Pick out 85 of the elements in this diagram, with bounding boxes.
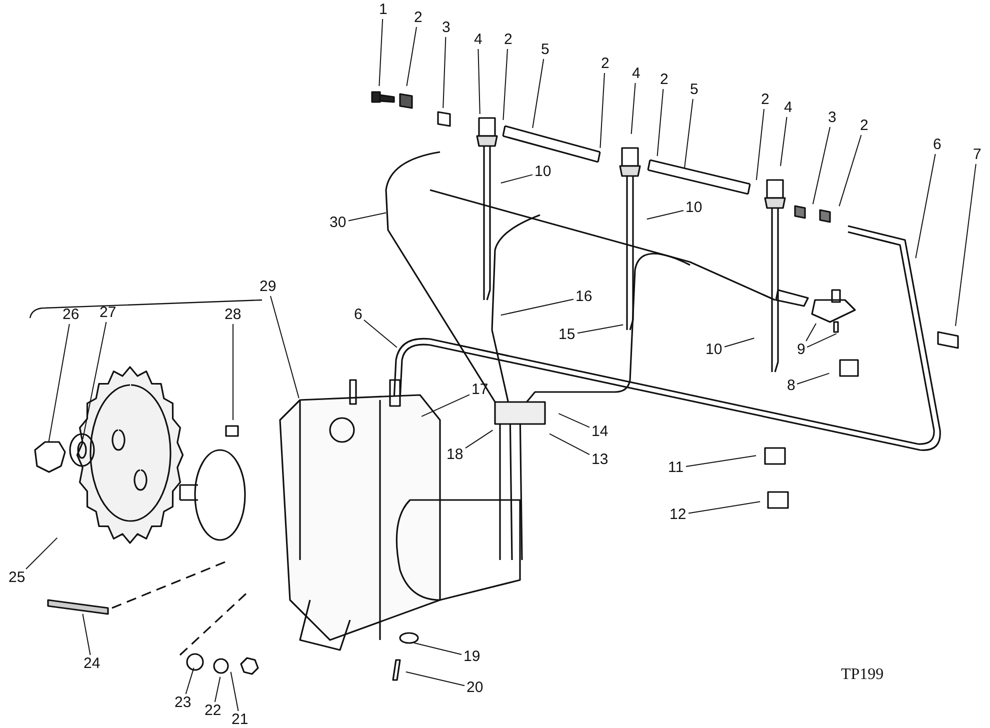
callout-number: 4: [631, 66, 642, 82]
leader-line: [812, 126, 830, 205]
callout-number: 26: [62, 307, 80, 323]
callout-number: 23: [174, 695, 192, 711]
callout-number: 10: [684, 200, 704, 216]
leader-line: [684, 98, 694, 168]
callout-number: 21: [230, 712, 250, 728]
callout-number: 3: [441, 20, 452, 36]
callout-number: 4: [473, 32, 484, 48]
leader-line: [500, 174, 533, 184]
callout-number: 18: [446, 447, 464, 463]
leader-line: [955, 164, 976, 326]
callout-number: 10: [704, 342, 724, 358]
callout-number: 3: [827, 110, 838, 126]
leader-line: [630, 82, 636, 134]
leader-line: [478, 48, 480, 114]
callout-number: 20: [466, 680, 484, 696]
figure-code: TP199: [840, 667, 885, 683]
callout-number: 16: [574, 289, 594, 305]
leader-line: [724, 338, 755, 348]
leader-line: [500, 298, 574, 316]
leader-line: [756, 108, 764, 180]
leader-line: [82, 613, 91, 656]
leader-line: [405, 671, 465, 686]
leader-line: [838, 134, 862, 207]
leader-line: [406, 26, 417, 87]
leader-line: [364, 320, 398, 348]
callout-number: 2: [760, 92, 770, 108]
callout-number: 8: [786, 378, 796, 394]
callout-number: 7: [972, 147, 982, 163]
leader-line: [688, 501, 761, 514]
leader-line: [558, 413, 590, 428]
leader-line: [646, 210, 684, 220]
callout-number: 2: [600, 56, 610, 72]
leader-line: [230, 671, 239, 712]
callout-number: 13: [590, 452, 610, 468]
callout-number: 5: [689, 82, 700, 98]
callout-number: 2: [503, 32, 514, 48]
leader-line: [48, 324, 70, 443]
callout-number: 19: [462, 649, 482, 665]
leader-line: [26, 537, 58, 570]
callout-number: 25: [8, 570, 26, 586]
callout-number: 27: [98, 305, 118, 321]
leader-line: [915, 154, 936, 259]
leader-line: [502, 48, 508, 120]
leader-line: [796, 372, 830, 384]
leader-line: [600, 72, 605, 148]
leader-line: [656, 88, 664, 156]
callout-number: 2: [413, 10, 424, 26]
leader-line: [214, 676, 221, 702]
callout-number: 12: [668, 507, 688, 523]
callout-number: 24: [82, 656, 102, 672]
leader-line: [780, 116, 788, 166]
callout-number: 2: [859, 118, 870, 134]
leader-line: [806, 323, 816, 342]
leader-line: [82, 322, 107, 440]
callout-number: 30: [328, 215, 348, 231]
leader-line: [421, 394, 470, 417]
leader-line: [348, 212, 387, 222]
leader-line: [806, 333, 837, 348]
callout-number: 6: [353, 307, 364, 323]
leader-line: [185, 667, 194, 694]
callout-number: 2: [659, 72, 670, 88]
leader-line: [378, 18, 384, 86]
callout-number: 11: [667, 460, 685, 476]
leader-line: [577, 324, 624, 334]
callout-number: 6: [932, 137, 942, 153]
callout-number: 15: [558, 327, 576, 343]
leader-line: [686, 455, 756, 467]
callout-number: 14: [590, 424, 610, 440]
leader-line: [549, 433, 590, 456]
callout-number: 9: [796, 342, 806, 358]
leader-line: [413, 642, 462, 655]
leader-line: [232, 324, 234, 420]
callout-number: 28: [224, 307, 242, 323]
callout-number: 22: [204, 703, 222, 719]
leader-line: [465, 430, 494, 449]
callout-number: 5: [540, 42, 550, 58]
callout-number: 29: [258, 279, 278, 295]
leader-line: [442, 36, 446, 108]
leader-line: [270, 296, 300, 399]
callout-number: 1: [378, 2, 388, 18]
leader-line: [532, 58, 544, 128]
callout-number: 10: [534, 164, 552, 180]
callout-number: 4: [783, 100, 794, 116]
